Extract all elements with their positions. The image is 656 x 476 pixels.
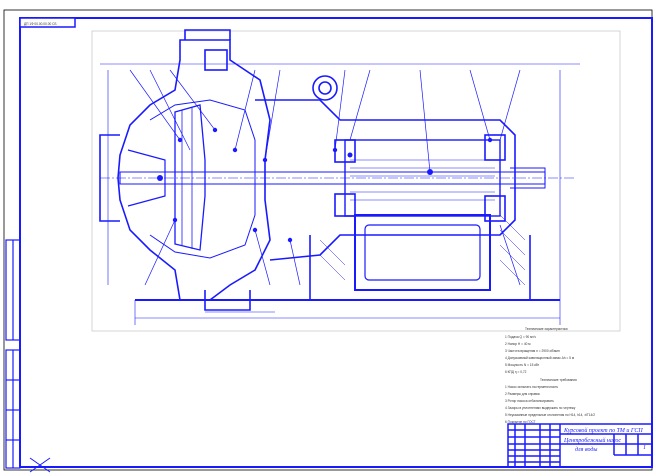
title-project: Курсовой проект по ТМ и ГСП <box>563 427 643 434</box>
left-margin-stamps <box>5 239 21 469</box>
discharge-flange <box>184 29 231 40</box>
suction-nozzle <box>99 134 120 222</box>
top-left-stamp <box>19 17 76 28</box>
top-left-stamp-text: ДП 1Ф 00.00.00.00 СБ <box>24 22 57 26</box>
bearing-right-bottom <box>484 195 506 222</box>
svg-text:2 Напор H = 40 м: 2 Напор H = 40 м <box>505 342 530 346</box>
title-name-line1: Центробежный насос <box>563 437 621 444</box>
volute-casing <box>117 39 271 301</box>
dimension-lines <box>100 63 580 325</box>
svg-text:Технические требования: Технические требования <box>540 378 577 382</box>
svg-text:5 Неуказанные предельные откло: 5 Неуказанные предельные отклонения по H… <box>505 413 595 417</box>
leader-lines <box>129 69 521 286</box>
svg-text:1 Насос испытать на герметично: 1 Насос испытать на герметичность <box>505 385 559 389</box>
sheet-number: 1 <box>643 445 646 451</box>
outer-border <box>3 9 653 471</box>
svg-text:3 Ротор насоса отбалансировать: 3 Ротор насоса отбалансировать <box>505 399 554 403</box>
leader-dots <box>157 127 493 243</box>
bearing-left-bottom <box>334 193 356 217</box>
svg-text:4 Зазоры в уплотнениях выдержа: 4 Зазоры в уплотнениях выдержать по черт… <box>505 406 576 410</box>
title-block <box>507 423 653 468</box>
impeller <box>174 104 206 251</box>
svg-text:2 Размеры для справок: 2 Размеры для справок <box>505 392 540 396</box>
svg-text:4 Допускаемый кавитационный за: 4 Допускаемый кавитационный запас Δh = 5… <box>505 356 574 360</box>
bearing-housing <box>255 99 516 261</box>
svg-text:Технические характеристики: Технические характеристики <box>525 327 568 331</box>
svg-text:5 Мощность N = 15 кВт: 5 Мощность N = 15 кВт <box>505 363 540 367</box>
lifting-eye <box>312 75 338 101</box>
bearing-right-top <box>484 134 506 161</box>
svg-text:6 КПД η = 0,72: 6 КПД η = 0,72 <box>505 370 527 374</box>
title-name-line2: для воды <box>575 446 598 453</box>
svg-text:3 Частота вращения n = 2900 об: 3 Частота вращения n = 2900 об/мин <box>505 349 560 353</box>
svg-text:6 Покрытие по ГОСТ: 6 Покрытие по ГОСТ <box>505 420 536 424</box>
technical-notes: Технические характеристики 1 Подача Q = … <box>505 327 595 424</box>
view-frame <box>91 30 621 332</box>
svg-text:1 Подача Q = 90 м³/ч: 1 Подача Q = 90 м³/ч <box>505 335 536 339</box>
pump-assembly <box>99 29 580 325</box>
crosshair-icon <box>29 457 51 473</box>
